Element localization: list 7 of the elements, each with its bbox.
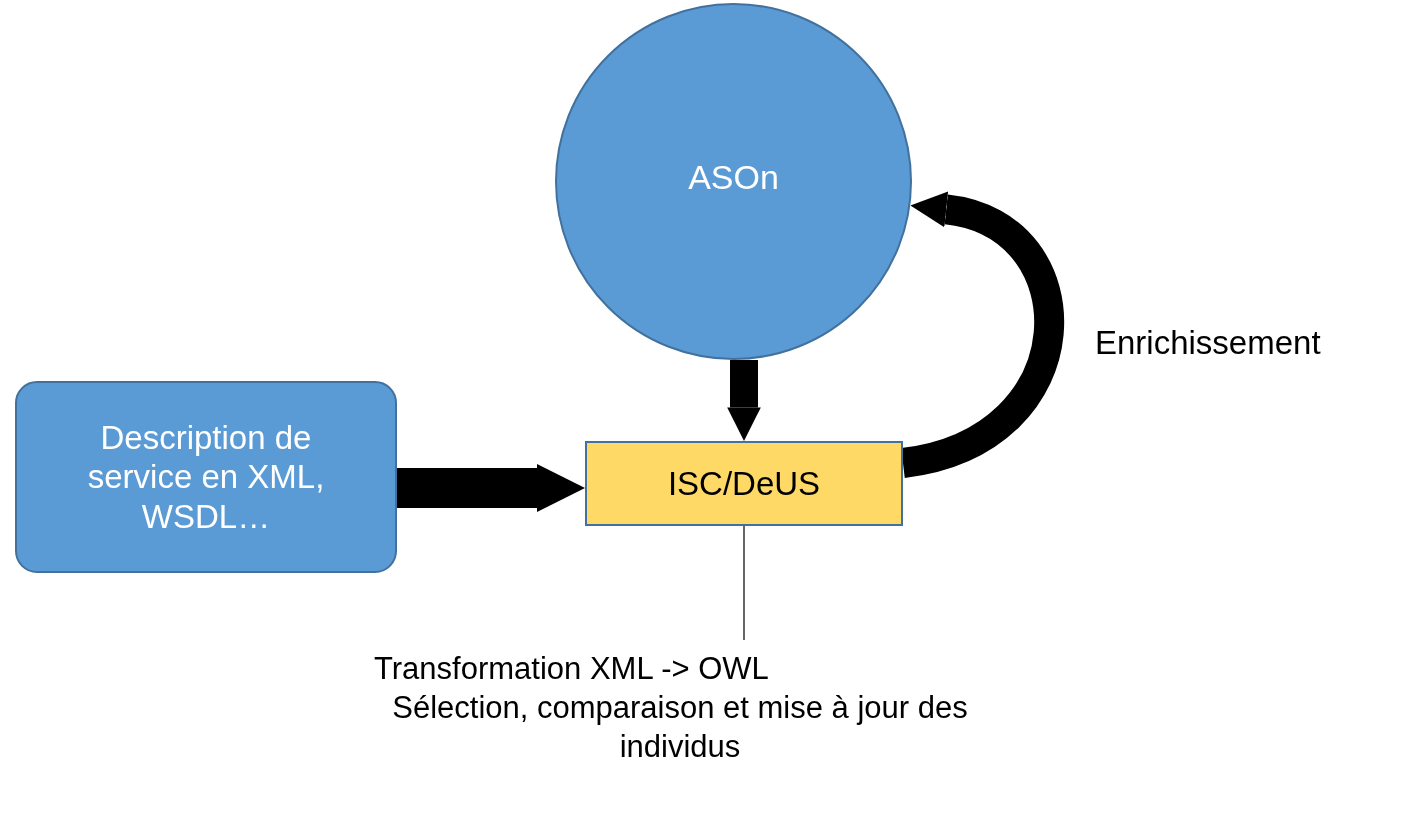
process-box: ISC/DeUS [585, 441, 903, 526]
process-box: Description de service en XML, WSDL… [15, 381, 397, 573]
leader-line [743, 525, 745, 641]
block-arrow [397, 464, 585, 512]
block-arrow [727, 360, 761, 441]
note-text: Transformation XML -> OWL Sélection, comparaison et mise à jour des individus [360, 650, 1120, 812]
edge-label: Enrichissement [1095, 323, 1321, 363]
